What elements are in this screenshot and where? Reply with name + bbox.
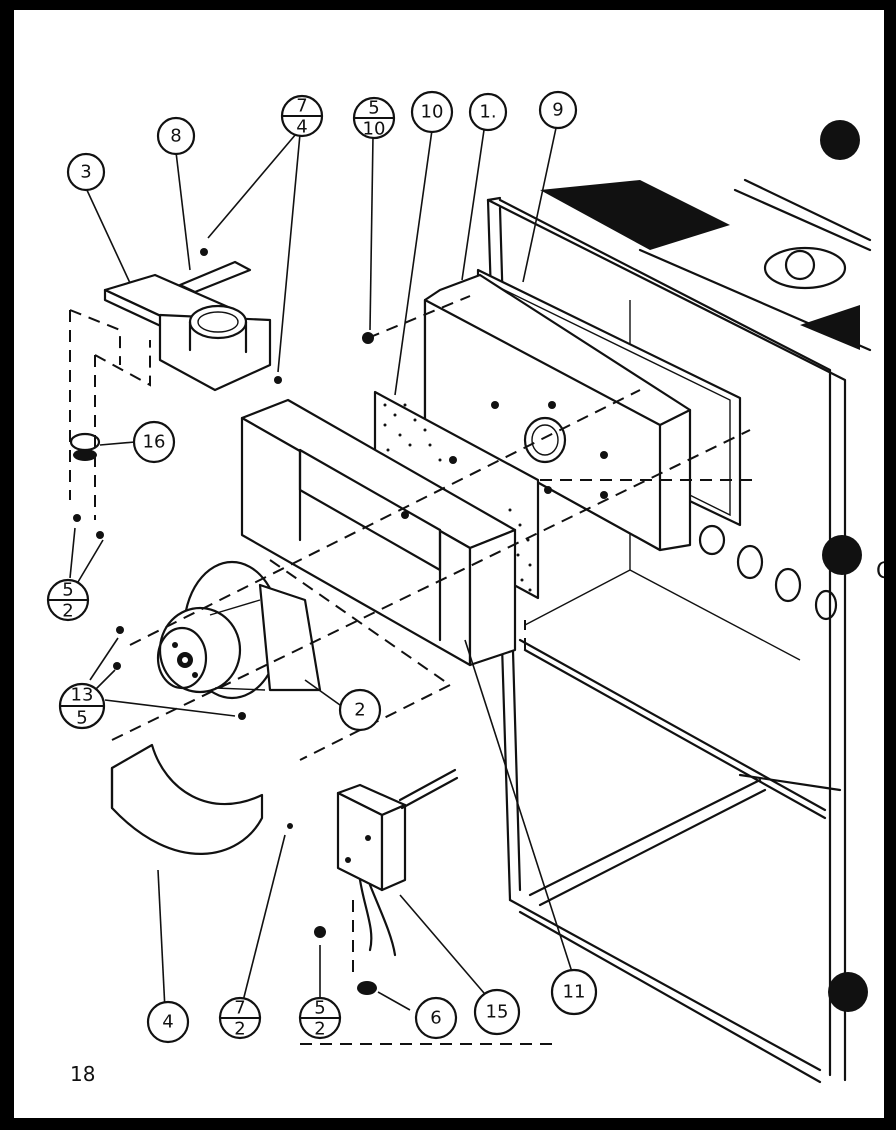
callout-5-over-2: 5 2	[46, 578, 90, 622]
svg-text:4: 4	[296, 117, 307, 138]
part-1-panel	[423, 273, 692, 552]
svg-text:3: 3	[80, 162, 91, 183]
mounting-hole-icon	[828, 972, 868, 1012]
mounting-hole-icon	[820, 120, 860, 160]
part-4-shield	[110, 743, 264, 855]
callout-7-over-2: 7 2	[218, 996, 262, 1040]
callout-3: 3	[66, 152, 106, 192]
svg-text:16: 16	[143, 432, 166, 453]
callout-6: 6	[414, 996, 458, 1040]
callout-1: 1.	[468, 92, 508, 132]
part-3-bracket	[103, 273, 272, 392]
page-number: 18	[70, 1062, 96, 1086]
part-2-blower-motor	[156, 560, 322, 700]
callout-10: 10	[410, 90, 454, 134]
svg-text:5: 5	[368, 98, 379, 119]
svg-text:2: 2	[234, 1019, 245, 1040]
svg-text:1.: 1.	[479, 102, 496, 123]
part-15-control-box	[336, 768, 459, 957]
side-mark: C	[876, 559, 884, 584]
svg-text:2: 2	[62, 601, 73, 622]
callout-9: 9	[538, 90, 578, 130]
svg-text:2: 2	[314, 1019, 325, 1040]
callout-7-over-4: 7 4	[280, 94, 324, 138]
svg-text:4: 4	[162, 1012, 173, 1033]
fastener-icons	[73, 248, 377, 995]
mounting-hole-icon	[822, 535, 862, 575]
svg-text:15: 15	[486, 1002, 509, 1023]
part-11-blower-box	[240, 398, 517, 667]
callout-2: 2	[338, 688, 382, 732]
svg-text:5: 5	[314, 998, 325, 1019]
callout-15: 15	[473, 988, 521, 1036]
callout-13-over-5: 13 5	[58, 682, 106, 730]
svg-text:13: 13	[71, 685, 94, 706]
callout-4: 4	[146, 1000, 190, 1044]
leader-lines	[69, 127, 573, 1011]
callout-5-over-2-lower: 5 2	[298, 996, 342, 1040]
diagram-sheet: C	[14, 10, 884, 1118]
svg-text:10: 10	[363, 119, 386, 140]
callout-5-over-10: 5 10	[352, 96, 396, 140]
callout-11: 11	[550, 968, 598, 1016]
svg-text:2: 2	[354, 700, 365, 721]
svg-text:7: 7	[234, 998, 245, 1019]
svg-text:8: 8	[170, 126, 181, 147]
svg-text:9: 9	[552, 100, 563, 121]
callout-16: 16	[132, 420, 176, 464]
cabinet-side-holes	[698, 524, 838, 621]
svg-text:10: 10	[421, 102, 444, 123]
svg-text:11: 11	[563, 982, 586, 1003]
part-8-plate	[178, 260, 252, 294]
svg-text:7: 7	[296, 96, 307, 117]
svg-text:5: 5	[76, 708, 87, 729]
callout-8: 8	[156, 116, 196, 156]
svg-text:5: 5	[62, 580, 73, 601]
top-vent-grille	[540, 180, 860, 350]
exploded-parts-diagram: C	[46, 90, 884, 1084]
svg-text:6: 6	[430, 1008, 441, 1029]
